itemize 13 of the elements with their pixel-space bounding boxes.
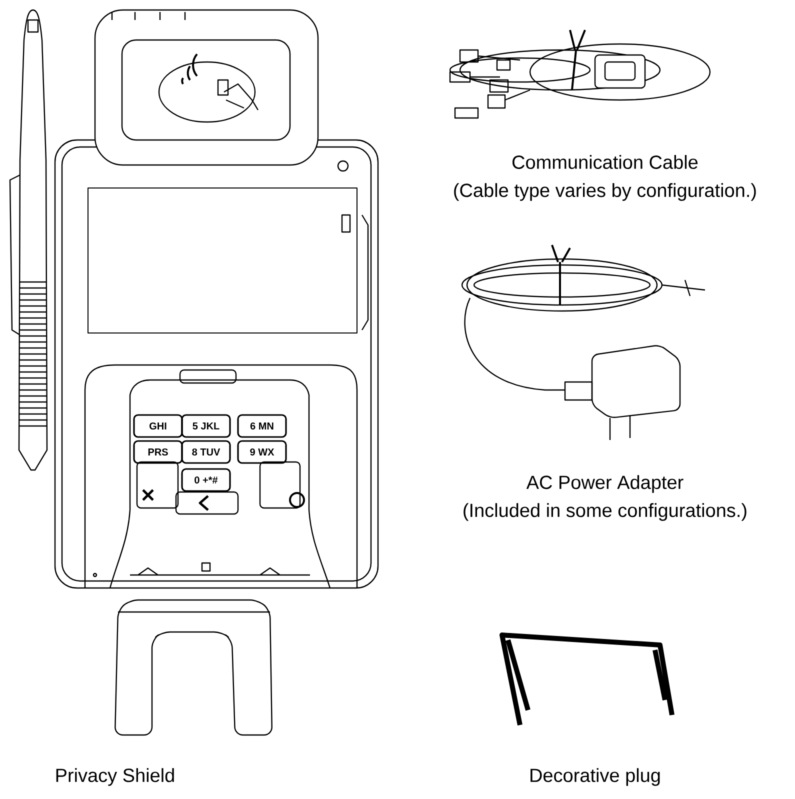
caption: Decorative plug <box>530 768 660 786</box>
keypad-key: 0 +*# <box>181 468 231 492</box>
caption: (Cable type varies by configuration.) <box>454 183 756 201</box>
caption: AC Power Adapter <box>526 475 684 493</box>
keypad-key: 8 TUV <box>181 440 231 464</box>
keypad-key: 9 WX <box>237 440 287 464</box>
keypad-key: 5 JKL <box>181 414 231 438</box>
caption: Communication Cable <box>512 155 698 169</box>
keypad-key: 6 MN <box>237 414 287 438</box>
caption: Privacy Shield <box>56 768 174 786</box>
keypad-key: GHI <box>133 414 183 438</box>
caption: (Included in some configurations.) <box>464 503 746 521</box>
keypad-key: PRS <box>133 440 183 464</box>
